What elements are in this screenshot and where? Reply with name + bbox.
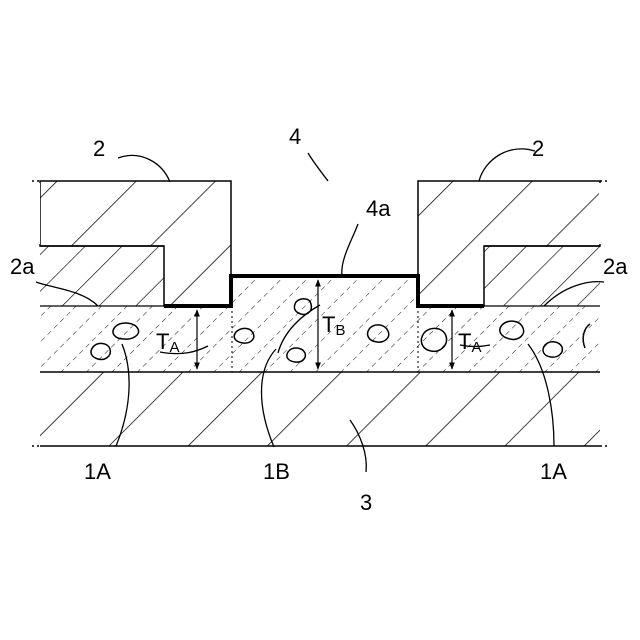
ta-left-sub: A [169, 339, 179, 356]
ta-right-sub: A [471, 339, 481, 356]
label-3: 3 [360, 490, 372, 515]
label-4: 4 [289, 124, 301, 149]
leader-2-left [118, 155, 170, 182]
label-4a: 4a [366, 196, 391, 221]
label-2-right: 2 [532, 136, 544, 161]
label-2a-left: 2a [10, 254, 35, 279]
substrate-3 [40, 372, 600, 446]
label-1a-right: 1A [540, 459, 567, 484]
leader-2-right [479, 149, 535, 181]
label-2a-right: 2a [603, 254, 628, 279]
outline-mask-left [38, 183, 40, 244]
label-1b: 1B [263, 459, 290, 484]
leader-4a [342, 224, 358, 276]
tb-main: T [322, 312, 335, 337]
leader-4 [308, 153, 328, 181]
label-2-left: 2 [93, 136, 105, 161]
tb-sub: B [335, 322, 345, 339]
label-1a-left: 1A [84, 459, 111, 484]
ta-right-main: T [458, 329, 471, 354]
layer-2a-right [484, 246, 600, 306]
layer-2a-left [40, 246, 164, 306]
ta-left-main: T [156, 329, 169, 354]
porous-layer-1b-raised [232, 276, 418, 306]
outline-mask-right [599, 183, 602, 244]
